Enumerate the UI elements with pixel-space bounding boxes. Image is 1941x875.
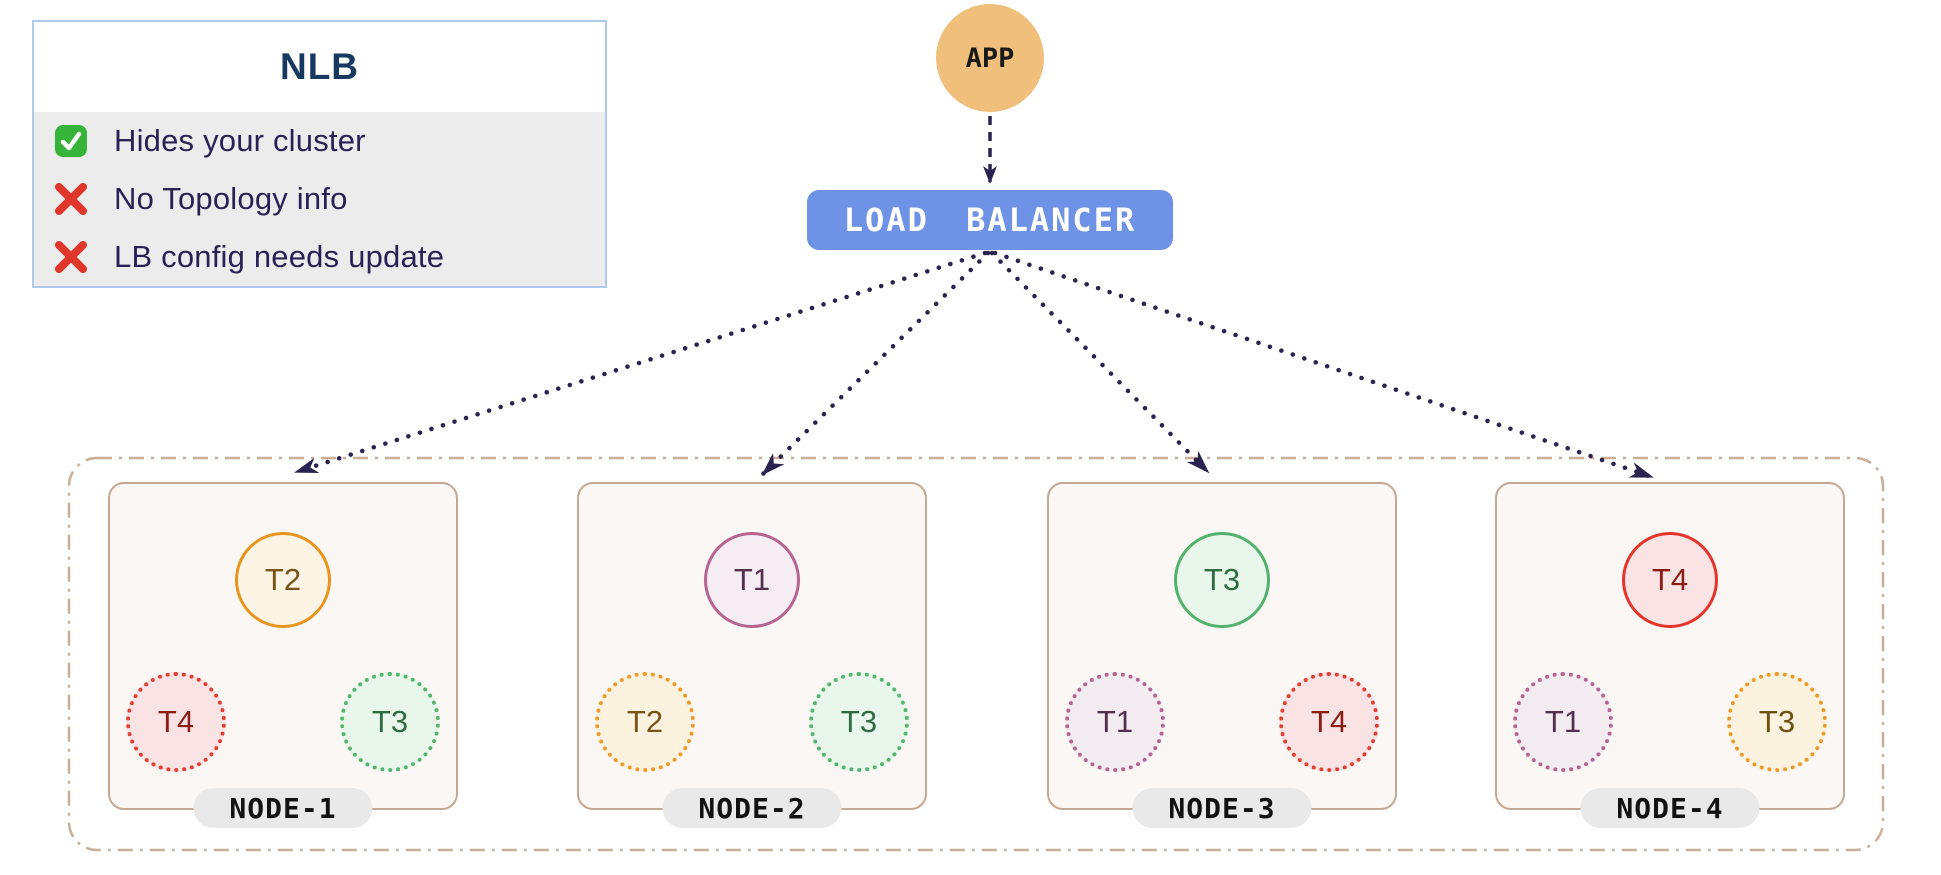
node-name-badge: NODE-3 <box>1132 788 1312 828</box>
pod-label: T1 <box>733 562 771 597</box>
legend-item-label: Hides your cluster <box>114 123 366 158</box>
pod-circle: T4 <box>126 672 226 772</box>
legend-item: No Topology info <box>34 174 605 224</box>
app-node: APP <box>936 4 1044 112</box>
legend-item-label: LB config needs update <box>114 239 445 274</box>
lb-to-node2-arrow <box>760 250 991 477</box>
node-name-badge: NODE-4 <box>1580 788 1760 828</box>
pod-circle: T3 <box>809 672 909 772</box>
app-label: APP <box>965 42 1015 74</box>
pod-label: T2 <box>626 704 664 739</box>
check-icon <box>55 125 87 157</box>
node-box-2: T1 T2 T3 NODE-2 <box>577 482 927 828</box>
pod-circle: T1 <box>1065 672 1165 772</box>
node-box-3: T3 T1 T4 NODE-3 <box>1047 482 1397 828</box>
legend-panel: NLB Hides your cluster No Topology info <box>32 20 607 288</box>
pod-circle: T3 <box>1727 672 1827 772</box>
pod-label: T3 <box>840 704 878 739</box>
pod-label: T3 <box>1758 704 1796 739</box>
pod-circle: T1 <box>1513 672 1613 772</box>
pod-circle: T4 <box>1279 672 1379 772</box>
node-name-badge: NODE-1 <box>193 788 373 828</box>
load-balancer: LOAD BALANCER <box>807 190 1173 250</box>
pod-circle: T3 <box>340 672 440 772</box>
legend-title: NLB <box>279 46 360 87</box>
pod-circle: T2 <box>595 672 695 772</box>
lb-to-node4-arrow <box>992 250 1655 480</box>
pod-label: T2 <box>264 562 302 597</box>
pod-circle: T2 <box>235 532 331 628</box>
legend-header: NLB <box>34 22 605 112</box>
pod-circle: T4 <box>1622 532 1718 628</box>
legend-item-label: No Topology info <box>114 181 348 216</box>
x-icon <box>55 183 87 215</box>
pod-label: T4 <box>157 704 195 739</box>
load-balancer-label: LOAD BALANCER <box>843 201 1137 239</box>
legend-item: Hides your cluster <box>34 116 605 166</box>
pod-label: T3 <box>1203 562 1241 597</box>
pod-circle: T1 <box>704 532 800 628</box>
pod-label: T4 <box>1310 704 1348 739</box>
x-icon <box>55 241 87 273</box>
pod-circle: T3 <box>1174 532 1270 628</box>
node-box-1: T2 T4 T3 NODE-1 <box>108 482 458 828</box>
pod-label: T4 <box>1651 562 1689 597</box>
pod-label: T1 <box>1096 704 1134 739</box>
pod-label: T3 <box>371 704 409 739</box>
node-box-4: T4 T1 T3 NODE-4 <box>1495 482 1845 828</box>
pod-label: T1 <box>1544 704 1582 739</box>
legend-body: Hides your cluster No Topology info LB c… <box>34 112 605 286</box>
lb-to-node3-arrow <box>989 250 1211 475</box>
node-name-badge: NODE-2 <box>662 788 842 828</box>
legend-item: LB config needs update <box>34 232 605 282</box>
